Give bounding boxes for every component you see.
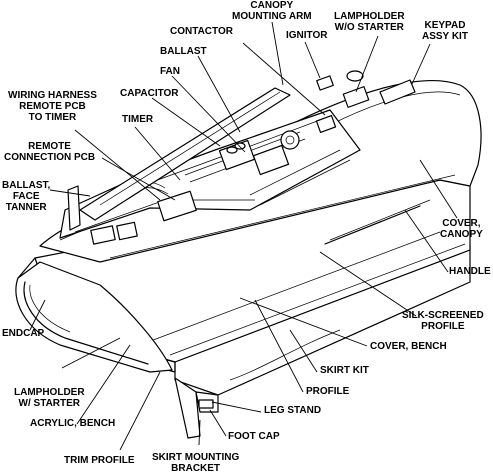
label-capacitor: CAPACITOR <box>120 88 179 99</box>
label-acrylic-bench: ACRYLIC, BENCH <box>30 418 116 429</box>
label-profile: PROFILE <box>306 386 350 397</box>
label-contactor: CONTACTOR <box>170 26 233 37</box>
label-fan: FAN <box>160 66 180 77</box>
label-leg-stand: LEG STAND <box>264 405 322 416</box>
endcap-assembly <box>15 257 173 373</box>
label-trim-profile: TRIM PROFILE <box>64 455 135 466</box>
internal-components <box>59 70 416 245</box>
leader-lines <box>29 21 458 451</box>
label-cover-canopy: COVER,CANOPY <box>440 218 483 240</box>
label-ignitor: IGNITOR <box>286 30 328 41</box>
label-skirt-kit: SKIRT KIT <box>320 365 369 376</box>
label-cover-bench: COVER, BENCH <box>370 341 447 352</box>
label-timer: TIMER <box>122 114 154 125</box>
handle-bar <box>324 205 421 245</box>
label-handle: HANDLE <box>449 266 491 277</box>
leg-stand-shape <box>174 377 201 439</box>
foot-cap-shape <box>198 399 214 409</box>
label-ballast: BALLAST <box>160 46 207 57</box>
label-endcap: ENDCAP <box>2 328 45 339</box>
label-foot-cap: FOOT CAP <box>228 431 280 442</box>
